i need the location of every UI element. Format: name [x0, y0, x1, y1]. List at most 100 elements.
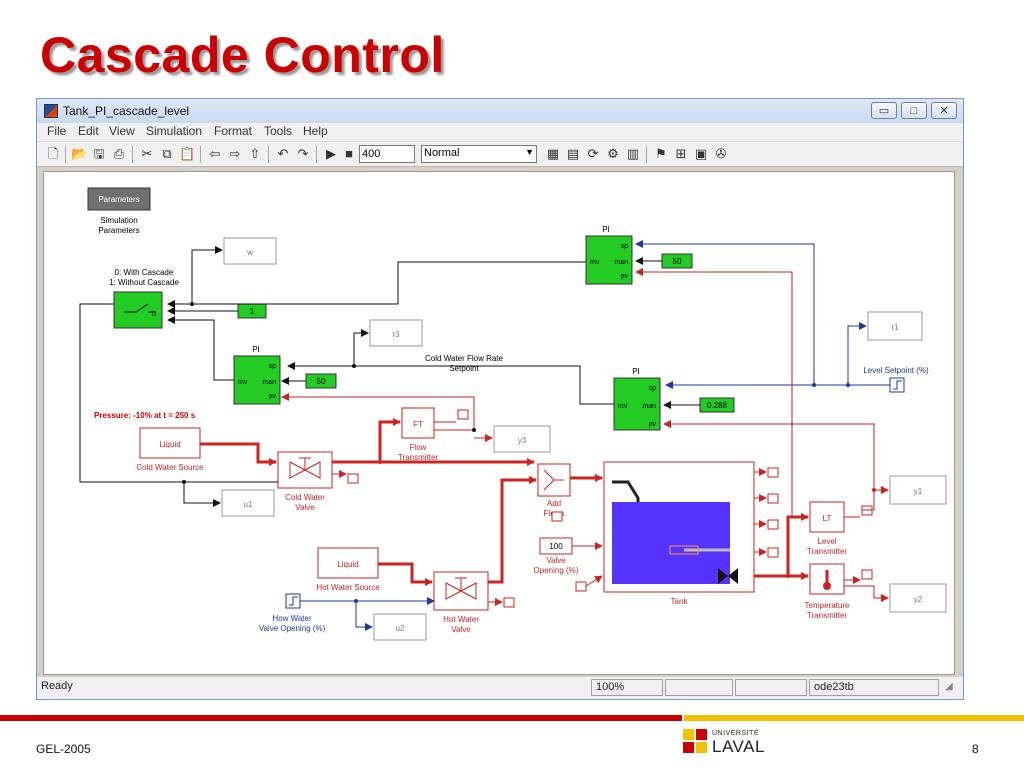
library-browser-icon[interactable]: ▦: [546, 146, 560, 161]
stop-icon[interactable]: ■: [345, 146, 353, 161]
block-diagram: Parameters Simulation Parameters w 0: Wi…: [79, 187, 947, 641]
maximize-button[interactable]: □: [901, 102, 927, 119]
cascade-switch-block[interactable]: [113, 291, 163, 329]
pi-mid-port-sp: sp: [269, 363, 277, 370]
u1-scope-label: u1: [244, 500, 253, 509]
menu-edit[interactable]: Edit: [78, 124, 99, 138]
hot-water-opening-caption-2: Valve Opening (%): [259, 624, 326, 633]
status-zoom: 100%: [591, 679, 663, 696]
menu-file[interactable]: File: [47, 124, 67, 138]
tank-terminator-2: [767, 493, 779, 504]
menu-view[interactable]: View: [109, 124, 135, 138]
hot-water-source-label: Hot Water Source: [316, 583, 380, 592]
model-explorer-icon[interactable]: ▤: [566, 146, 580, 161]
cold-water-valve-caption-2: Valve: [295, 503, 315, 512]
pi-right-title: PI: [632, 367, 640, 376]
parameters-block[interactable]: [87, 187, 151, 211]
back-arrow-icon[interactable]: ⇦: [209, 146, 221, 161]
hot-water-source-block[interactable]: [317, 547, 379, 579]
pi-right-port-pv: pv: [649, 421, 657, 428]
redo-icon[interactable]: ↷: [297, 146, 309, 161]
hot-valve-symbol-icon: [445, 577, 477, 600]
close-button[interactable]: ✕: [931, 102, 957, 119]
cut-icon[interactable]: ✂: [141, 146, 153, 161]
menu-tools[interactable]: Tools: [264, 124, 293, 138]
minimize-button[interactable]: ▭: [871, 102, 897, 119]
pressure-disturbance-note: Pressure: -10% at t = 250 s: [94, 411, 196, 420]
pi-right-port-sp: sp: [649, 385, 657, 392]
pi-mid-title: PI: [252, 345, 260, 354]
y3-scope-block[interactable]: [493, 425, 551, 453]
measurement-signal-lines: [281, 268, 889, 606]
switch-symbol-icon: [124, 303, 156, 313]
w-scope-block[interactable]: [223, 237, 277, 265]
build-icon[interactable]: ⚙: [607, 146, 619, 161]
ft-output-terminator: [457, 409, 469, 420]
pi-top-port-pv: pv: [621, 273, 629, 280]
pi-top-title: PI: [602, 225, 610, 234]
r3-scope-label: r3: [392, 330, 400, 339]
toolbar-separator: [646, 146, 647, 163]
hot-water-valve-caption-2: Valve: [451, 625, 471, 634]
level-transmitter-block[interactable]: [809, 501, 845, 533]
new-model-icon[interactable]: 🗋: [47, 146, 59, 161]
simulation-mode-select[interactable]: Normal ▼: [421, 145, 537, 163]
undo-icon[interactable]: ↶: [277, 146, 289, 161]
menu-simulation[interactable]: Simulation: [146, 124, 203, 138]
tank-input-port: [575, 581, 587, 592]
report-icon[interactable]: ▣: [694, 146, 708, 161]
temperature-transmitter-caption-2: Transmitter: [807, 611, 847, 620]
u1-scope-block[interactable]: [221, 489, 275, 517]
menu-format[interactable]: Format: [214, 124, 253, 138]
flow-transmitter-caption-1: Flow: [410, 443, 427, 452]
parameters-caption-1: Simulation: [100, 216, 137, 225]
up-arrow-icon[interactable]: ⇧: [249, 146, 261, 161]
u2-scope-block[interactable]: [373, 613, 427, 641]
tank-terminator-4: [767, 547, 779, 558]
hot-water-source-liquid: Liquid: [337, 560, 358, 569]
hot-water-opening-caption-1: How Water: [272, 614, 312, 623]
parameters-caption-2: Parameters: [98, 226, 139, 235]
tank-terminator-3: [767, 519, 779, 530]
status-text: Ready: [37, 679, 589, 696]
chevron-down-icon: ▼: [525, 147, 534, 157]
toolbar-separator: [268, 146, 269, 163]
save-icon[interactable]: 🖫: [93, 146, 105, 161]
r1-scope-label: r1: [891, 323, 899, 332]
update-diagram-icon[interactable]: ⟳: [587, 146, 599, 161]
model-advisor-icon[interactable]: ⊞: [675, 146, 687, 161]
r1-scope-block[interactable]: [867, 311, 923, 341]
valve-opening-caption-2: Opening (%): [534, 566, 579, 575]
paste-icon[interactable]: 📋: [179, 146, 196, 161]
pi-top-block[interactable]: [585, 235, 633, 285]
model-canvas[interactable]: Parameters Simulation Parameters w 0: Wi…: [43, 171, 955, 675]
logo-universite: UNIVERSITÉ: [712, 730, 760, 737]
cold-water-source-liquid: Liquid: [159, 440, 180, 449]
window-titlebar[interactable]: Tank_PI_cascade_level ▭ □ ✕: [37, 99, 963, 123]
status-empty-1: [665, 679, 733, 696]
print-icon[interactable]: ⎙: [113, 146, 125, 161]
help-gear-icon[interactable]: ✇: [715, 146, 727, 161]
status-bar: Ready 100% ode23tb ◢: [37, 677, 963, 699]
y2-scope-block[interactable]: [889, 583, 947, 613]
stop-time-input[interactable]: [359, 145, 415, 163]
forward-arrow-icon[interactable]: ⇨: [229, 146, 241, 161]
r3-scope-block[interactable]: [369, 319, 423, 347]
switch-constant-value: 1: [250, 307, 255, 316]
branch-points: [182, 302, 476, 484]
menu-help[interactable]: Help: [303, 124, 328, 138]
flow-transmitter-ft: FT: [413, 420, 423, 429]
menu-bar: File Edit View Simulation Format Tools H…: [37, 123, 963, 141]
play-icon[interactable]: ▶: [326, 146, 336, 161]
level-transmitter-caption-1: Level: [817, 537, 836, 546]
y1-scope-label: y1: [914, 487, 923, 496]
debug-icon[interactable]: ▥: [626, 146, 640, 161]
open-icon[interactable]: 📂: [71, 146, 88, 161]
profiler-icon[interactable]: ⚑: [655, 146, 667, 161]
flow-transmitter-block[interactable]: [401, 407, 435, 439]
resize-grip-icon[interactable]: ◢: [945, 681, 953, 692]
inlet-pipe-icon: [612, 480, 640, 502]
copy-icon[interactable]: ⧉: [162, 146, 172, 161]
y1-scope-block[interactable]: [889, 475, 947, 505]
toolbar-separator: [132, 146, 133, 163]
